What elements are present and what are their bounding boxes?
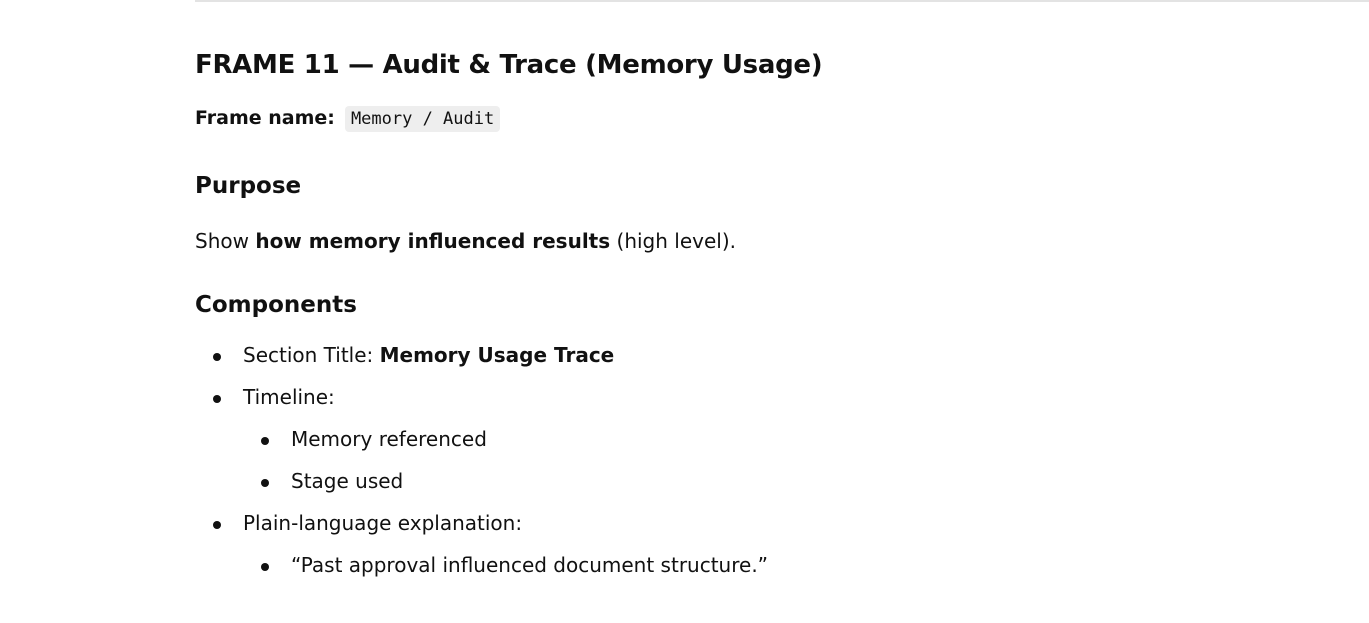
page-title: FRAME 11 — Audit & Trace (Memory Usage) xyxy=(195,50,823,80)
purpose-bold: how memory influenced results xyxy=(255,229,611,253)
list-item-timeline-sub: Stage used xyxy=(260,469,404,493)
purpose-heading: Purpose xyxy=(195,173,302,199)
frame-name-label: Frame name: xyxy=(195,107,335,129)
list-item-explanation: Plain-language explanation: xyxy=(212,511,523,535)
purpose-pre: Show xyxy=(195,229,256,253)
section-title-label: Section Title: xyxy=(243,343,380,367)
list-item-explanation-sub: “Past approval influenced document struc… xyxy=(260,553,769,577)
list-item-timeline-sub: Memory referenced xyxy=(261,427,487,451)
frame-name-code: Memory / Audit xyxy=(344,106,501,132)
frame-name-line: Frame name: Memory / Audit xyxy=(195,106,501,132)
components-heading: Components xyxy=(195,292,357,318)
list-item-timeline: Timeline: xyxy=(213,385,335,409)
purpose-post: (high level). xyxy=(610,229,737,253)
purpose-text: Show how memory influenced results (high… xyxy=(195,229,736,253)
list-item-section-title: Section Title: Memory Usage Trace xyxy=(212,343,615,367)
section-title-value: Memory Usage Trace xyxy=(379,343,615,367)
horizontal-rule xyxy=(195,0,1369,2)
